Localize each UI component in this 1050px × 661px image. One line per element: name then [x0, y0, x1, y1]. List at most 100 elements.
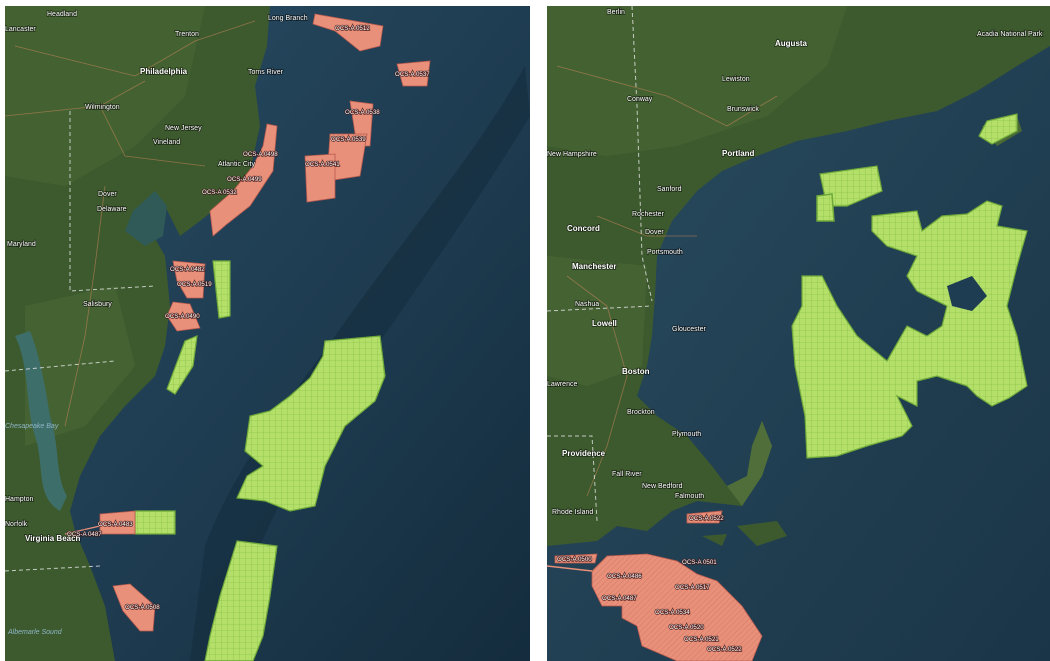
export-cable: [64, 525, 101, 535]
place-label: Delaware: [97, 206, 127, 213]
place-label: Lowell: [592, 319, 617, 328]
state-boundary: [631, 6, 653, 302]
land-texture: [547, 6, 847, 156]
lease-block[interactable]: [304, 153, 336, 203]
place-label: Virginia Beach: [25, 534, 81, 543]
new-england-map[interactable]: Berlin Augusta Acadia National Park Lewi…: [547, 6, 1050, 661]
place-label: Philadelphia: [140, 67, 188, 76]
call-area-va-north[interactable]: [166, 335, 198, 395]
call-area-md[interactable]: [212, 260, 231, 319]
state-boundary: [547, 305, 653, 312]
lease-label: OCS-A 0517: [675, 584, 710, 591]
state-boundary: [5, 565, 101, 572]
place-label: Hampton: [5, 496, 34, 503]
export-cable: [547, 565, 593, 572]
call-area-gulf-of-maine[interactable]: [791, 200, 1028, 459]
place-label: Rochester: [632, 211, 665, 218]
place-label: Rhode Island: [552, 509, 593, 516]
road: [556, 65, 778, 237]
mid-atlantic-map[interactable]: Headland Trenton Long Branch Lancaster P…: [5, 6, 530, 661]
place-label: Dover: [98, 191, 117, 198]
lease-label: OCS-A 0490: [165, 313, 200, 320]
lease-label: OCS-A 0508: [125, 604, 160, 611]
place-label: Norfolk: [5, 521, 28, 528]
delaware-bay: [125, 191, 167, 246]
place-label: Augusta: [775, 39, 808, 48]
lease-label: OCS-A 0512: [335, 25, 370, 32]
place-label: Lawrence: [547, 381, 577, 388]
place-label: Manchester: [572, 262, 616, 271]
place-label: Lewiston: [722, 76, 750, 83]
lease-label: OCS-A 0538: [345, 109, 380, 116]
road: [566, 275, 628, 497]
call-area-gap: [947, 276, 987, 311]
lease-label: OCS-A 0537: [395, 71, 430, 78]
lease-block[interactable]: [112, 583, 156, 632]
place-label: Brockton: [627, 409, 655, 416]
place-label: Headland: [47, 11, 77, 18]
lease-block[interactable]: [166, 301, 201, 332]
lease-label: OCS-A 0499: [227, 176, 262, 183]
lease-block[interactable]: [99, 510, 136, 535]
state-boundary: [69, 111, 156, 292]
lease-label: OCS-A 0501: [682, 559, 717, 566]
place-label: Boston: [622, 367, 650, 376]
lease-block[interactable]: [396, 60, 431, 87]
road: [5, 80, 206, 167]
road: [14, 20, 256, 77]
place-label: Concord: [567, 224, 600, 233]
lease-label: OCS-A 0532: [202, 189, 237, 196]
place-label: Brunswick: [727, 106, 759, 113]
place-label: Salisbury: [83, 301, 112, 308]
place-label: New Bedford: [642, 483, 683, 490]
place-label: Acadia National Park: [977, 31, 1043, 38]
lease-label: OCS-A 0521: [684, 636, 719, 643]
lease-block[interactable]: [686, 510, 723, 524]
place-label: Dover: [645, 229, 664, 236]
land-texture: [25, 286, 135, 446]
mid-atlantic-map-canvas: Headland Trenton Long Branch Lancaster P…: [5, 6, 530, 661]
lease-block[interactable]: [312, 13, 384, 52]
lease-label: OCS-A 0483: [98, 521, 133, 528]
call-area-central-atlantic[interactable]: [236, 335, 386, 512]
lease-block[interactable]: [172, 260, 206, 299]
call-area-south[interactable]: [204, 540, 278, 661]
island: [702, 534, 727, 546]
lease-label: OCS-A 0500: [557, 556, 592, 563]
road: [64, 185, 106, 427]
land-texture: [5, 6, 205, 186]
lease-label: OCS-A 0487: [602, 595, 637, 602]
call-area-northeast[interactable]: [978, 113, 1018, 145]
state-boundary: [547, 435, 598, 522]
lease-label: OCS-A 0486: [607, 573, 642, 580]
lease-label: OCS-A 0519: [177, 281, 212, 288]
lease-label: OCS-A 0482: [170, 266, 205, 273]
lease-block-group[interactable]: [591, 553, 763, 661]
lease-label: OCS-A 0539: [331, 136, 366, 143]
call-area-va-east[interactable]: [134, 510, 176, 535]
water-label: Albemarle Sound: [7, 629, 63, 636]
place-label: Trenton: [175, 31, 199, 38]
state-boundary: [5, 360, 116, 372]
place-label: Long Branch: [268, 15, 308, 22]
place-label: New Hampshire: [547, 151, 597, 158]
place-label: Portsmouth: [647, 249, 683, 256]
lease-label: OCS-A 0520: [669, 624, 704, 631]
lease-block[interactable]: [209, 123, 278, 237]
place-label: Portland: [722, 149, 755, 158]
lease-label: OCS-A 0534: [655, 609, 690, 616]
place-label: Toms River: [248, 69, 284, 76]
land-texture: [547, 256, 647, 386]
place-label: Conway: [627, 96, 653, 103]
lease-block[interactable]: [554, 553, 598, 564]
place-label: Falmouth: [675, 493, 704, 500]
place-label: Sanford: [657, 186, 682, 193]
place-label: Wilmington: [85, 104, 120, 111]
lease-label: OCS-A 0522: [689, 515, 724, 522]
new-england-map-canvas: Berlin Augusta Acadia National Park Lewi…: [547, 6, 1050, 661]
place-label: Berlin: [607, 9, 625, 16]
call-area-small[interactable]: [816, 193, 835, 222]
lease-label: OCS-A 0487: [67, 531, 102, 538]
cape-cod: [727, 421, 772, 506]
chesapeake-bay: [15, 331, 67, 511]
